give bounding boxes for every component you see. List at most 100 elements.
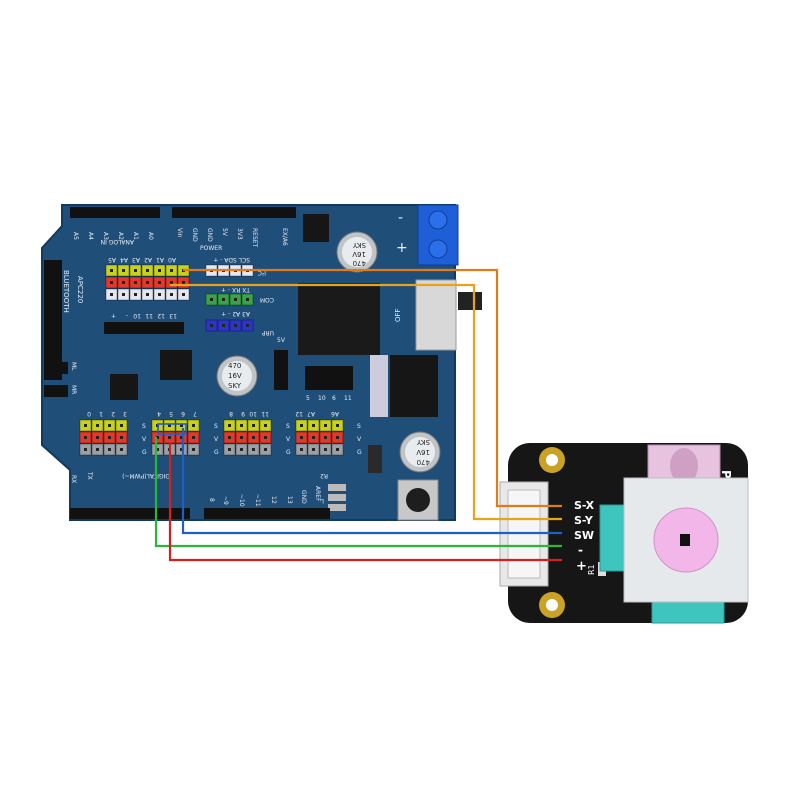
digital-header-2-pin-tip — [228, 448, 231, 451]
svg-text:A1: A1 — [132, 232, 139, 240]
joystick-top-knob — [670, 448, 698, 484]
power-socket — [172, 207, 296, 218]
svg-text:16V: 16V — [228, 372, 242, 380]
row-letters-mid: S V G — [214, 423, 219, 456]
digital-header-0-pin-tip — [108, 436, 111, 439]
analog-header-pin-tip — [158, 269, 161, 272]
analog-header-pin-tip — [170, 269, 173, 272]
module-r1-label: R1 — [587, 564, 596, 575]
analog-header-pin-tip — [146, 281, 149, 284]
capacitor-right: 470 16V SKY — [399, 431, 441, 473]
analog-header-pin-tip — [110, 269, 113, 272]
digital-header-0-pin-tip — [84, 424, 87, 427]
svg-text:5: 5 — [306, 395, 310, 402]
digital-header-2-pin-tip — [228, 436, 231, 439]
svg-text:10: 10 — [318, 395, 326, 402]
urp-header-pin-tip — [222, 324, 225, 327]
svg-text:6: 6 — [332, 395, 336, 402]
com-header — [205, 293, 254, 306]
ml-label: ML — [70, 362, 77, 371]
i2c-label: SCL SDA - + — [213, 256, 250, 263]
svg-text:G: G — [357, 449, 362, 456]
svg-text:RESET: RESET — [251, 228, 258, 248]
svg-text:A1: A1 — [156, 256, 164, 263]
mount-hole-bottom — [539, 592, 565, 618]
digital-header-3-pin-tip — [300, 424, 303, 427]
digital-header-2-pin-tip — [264, 424, 267, 427]
svg-text:16V: 16V — [352, 250, 366, 258]
pwm-header-labels: 5 10 6 11 — [306, 395, 352, 402]
analog-socket — [70, 207, 160, 218]
reset-button — [397, 479, 439, 521]
digital-header-1-pin-tip — [192, 436, 195, 439]
svg-text:SW: SW — [574, 529, 594, 542]
row-letters-right: S V G S V G — [286, 423, 362, 456]
svg-text:1: 1 — [99, 410, 103, 417]
svg-text:+: + — [576, 559, 587, 574]
svg-text:10: 10 — [133, 312, 141, 319]
svg-text:A4: A4 — [120, 256, 128, 263]
digital-header-0-pin-tip — [84, 448, 87, 451]
com-sub-label: COM — [260, 296, 274, 303]
svg-text:AREF: AREF — [314, 486, 321, 502]
svg-text:GND: GND — [191, 228, 198, 242]
digital-header-3-pin-tip — [324, 448, 327, 451]
regulator — [390, 355, 438, 417]
joystick-module: S-X S-Y SW - + R1 PS — [499, 443, 749, 624]
switch-label: OFF — [394, 308, 402, 322]
urp-header-pin-tip — [210, 324, 213, 327]
svg-text:9: 9 — [241, 410, 245, 417]
digital-socket-high — [204, 508, 330, 519]
svg-text:7: 7 — [193, 410, 197, 417]
ic-center — [160, 350, 192, 380]
com-header-pin-tip — [246, 298, 249, 301]
svg-text:A0: A0 — [147, 232, 154, 240]
svg-text:~10: ~10 — [238, 494, 245, 507]
digital-header-3-pin-tip — [336, 424, 339, 427]
digital-header-2-pin-tip — [264, 448, 267, 451]
svg-text:S: S — [142, 423, 146, 430]
digital-header-3-pin-tip — [312, 424, 315, 427]
digital-header-3-pin-tip — [312, 448, 315, 451]
svg-text:12: 12 — [270, 496, 277, 504]
analog-header-pin-tip — [134, 281, 137, 284]
svg-text:V: V — [142, 436, 147, 443]
svg-text:G: G — [286, 449, 291, 456]
svg-text:470: 470 — [353, 259, 366, 267]
digital-header-3-pin-tip — [336, 448, 339, 451]
digital-header-2-pin-tip — [252, 424, 255, 427]
digital-header-3-pin-tip — [336, 436, 339, 439]
bottom-pin-labels: 8 ~9 ~10 ~11 12 13 GND AREF — [208, 486, 321, 507]
analog-header-pin-tip — [110, 281, 113, 284]
analog-header-pin-tip — [158, 293, 161, 296]
svg-text:SKY: SKY — [228, 382, 242, 390]
svg-text:13: 13 — [169, 312, 177, 319]
svg-text:11: 11 — [261, 410, 269, 417]
digital-socket-low — [70, 508, 190, 519]
mount-hole-top — [539, 447, 565, 473]
svg-text:S: S — [357, 423, 361, 430]
bluetooth-socket — [44, 260, 62, 380]
analog-header-labels: A5 A4 A3 A2 A1 A0 — [108, 256, 176, 263]
digital-header-3-pin-tip — [312, 436, 315, 439]
joystick-center — [680, 534, 690, 546]
digital-header-1-pin-tip — [156, 436, 159, 439]
r2-label: R2 — [320, 472, 328, 479]
wire-green — [154, 437, 562, 548]
digital-header-0-pin-tip — [120, 436, 123, 439]
svg-text:V: V — [357, 436, 362, 443]
analog-header-pin-tip — [158, 281, 161, 284]
com-header-pin-tip — [222, 298, 225, 301]
wire-yellow — [170, 283, 562, 521]
analog-header-pin-tip — [122, 269, 125, 272]
row-letters-left: S V G — [142, 423, 147, 456]
digital-header-2-pin-tip — [240, 424, 243, 427]
digital-header-2-pin-tip — [252, 448, 255, 451]
digital-row-labels: + - 10 11 12 13 — [111, 312, 177, 319]
svg-text:3: 3 — [123, 410, 127, 417]
analog-header-pin-tip — [170, 293, 173, 296]
urp-sub-label: URP — [261, 329, 274, 336]
analog-group-label: ANALOG IN — [101, 238, 134, 245]
digital-header-0-pin-tip — [120, 448, 123, 451]
